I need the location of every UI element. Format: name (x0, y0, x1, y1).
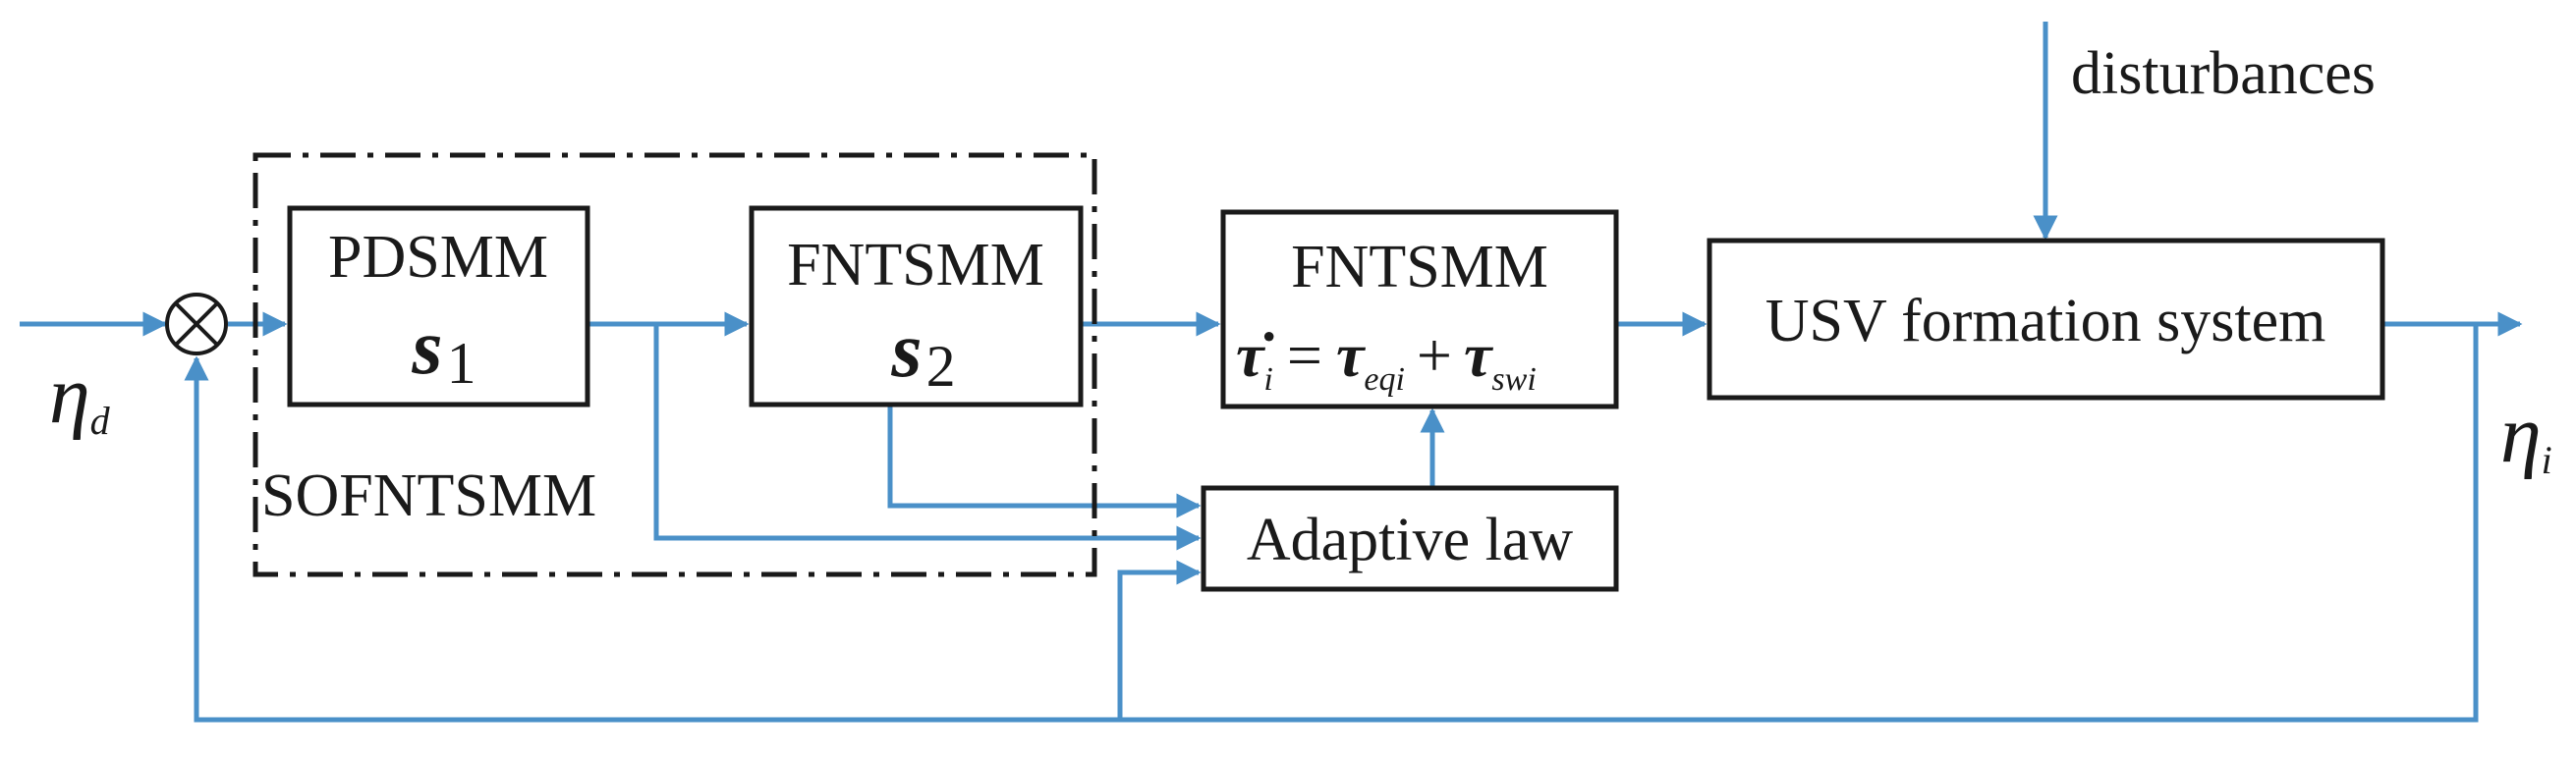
pdsmm-title: PDSMM (328, 224, 548, 291)
s1-to-adaptive-wire (653, 324, 1202, 551)
adaptive-law-label: Adaptive law (1247, 507, 1574, 573)
s1-symbol: s1 (411, 304, 476, 396)
fntsmm-control-law-block (1220, 209, 1619, 409)
fntsmm-s2-title: FNTSMM (787, 232, 1044, 298)
fntsmm-s2-block (749, 205, 1084, 407)
disturbances-label: disturbances (2071, 40, 2376, 107)
input-eta-d-label: ηd (49, 350, 111, 443)
pdsmm-block (287, 205, 590, 407)
fntsmm-law-title: FNTSMM (1291, 234, 1548, 300)
usv-formation-system-label: USV formation system (1765, 288, 2326, 354)
adaptive-law-block (1201, 485, 1619, 592)
usv-formation-system-block (1707, 238, 2385, 401)
sofntsmm-label: SOFNTSMM (261, 462, 596, 529)
feedback-wire (184, 324, 2479, 723)
summing-junction (165, 293, 228, 355)
s2-symbol: s2 (890, 307, 955, 399)
s2-to-adaptive-wire (887, 403, 1202, 518)
feedback-to-adaptive-wire (1117, 560, 1202, 720)
output-eta-i-label: ηi (2500, 389, 2552, 482)
sofntsmm-group-box (252, 152, 1097, 577)
